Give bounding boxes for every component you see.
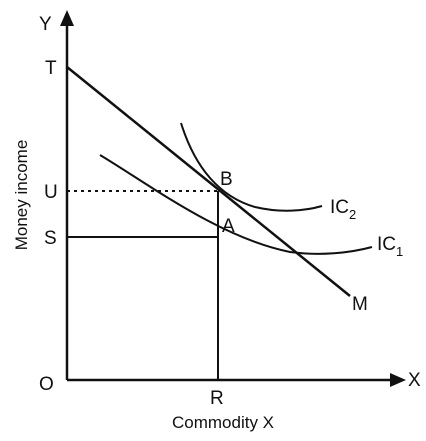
point-label-t: T <box>45 58 57 79</box>
y-axis-title: Money income <box>12 140 31 251</box>
curve-label-ic1-sub: 1 <box>396 244 403 259</box>
point-label-r: R <box>210 388 224 409</box>
origin-label: O <box>39 374 54 395</box>
curve-label-ic2-sub: 2 <box>349 207 356 222</box>
curve-label-ic1: IC1 <box>377 234 403 259</box>
point-label-u: U <box>44 182 58 203</box>
indifference-curve-ic1 <box>99 154 373 255</box>
point-label-a: A <box>222 216 235 237</box>
point-label-s: S <box>44 228 57 249</box>
curve-label-ic2: IC2 <box>330 197 356 222</box>
x-axis-arrowhead <box>390 373 406 387</box>
point-label-b: B <box>220 169 233 190</box>
point-label-m: M <box>352 294 368 315</box>
curve-label-ic1-main: IC <box>377 234 396 255</box>
x-axis-title: Commodity X <box>172 413 274 432</box>
indifference-curve-ic2 <box>180 122 323 212</box>
budget-line <box>66 66 351 297</box>
x-axis-letter: X <box>408 370 421 391</box>
y-axis-arrowhead <box>60 10 74 26</box>
y-axis-letter: Y <box>39 14 52 35</box>
curve-label-ic2-main: IC <box>330 197 349 218</box>
